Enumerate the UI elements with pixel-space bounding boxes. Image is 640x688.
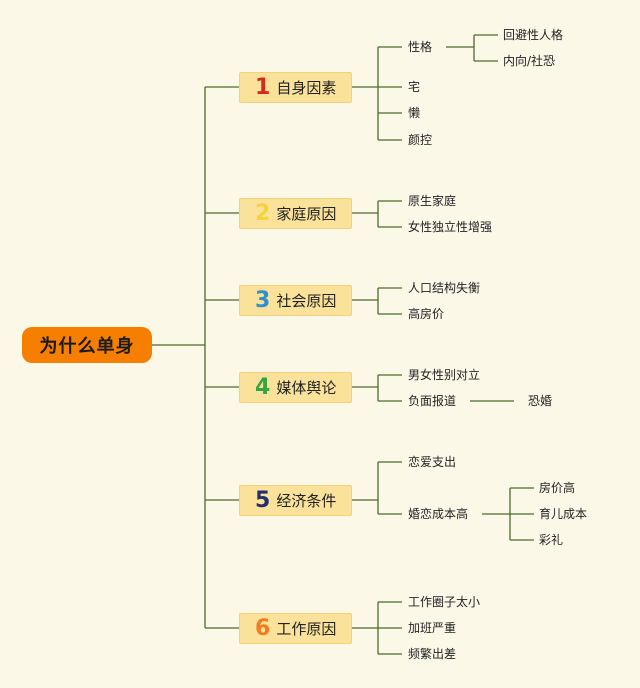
leaf-node: 女性独立性增强 (408, 220, 493, 234)
branch-number: 4 (255, 374, 271, 400)
root-node: 为什么单身 (22, 327, 152, 363)
branch-node-1: 1 自身因素 (239, 72, 352, 103)
leaf-node: 宅 (408, 80, 421, 94)
branch-label: 社会原因 (276, 292, 337, 310)
leaf-node: 原生家庭 (408, 194, 457, 208)
branch-number: 3 (255, 287, 271, 313)
branch-label: 自身因素 (276, 79, 337, 97)
leaf-node: 懒 (408, 106, 421, 120)
branch-number: 6 (255, 615, 271, 641)
branch-number: 5 (255, 487, 271, 513)
leaf-node: 性格 (408, 40, 433, 54)
branch-label: 媒体舆论 (276, 379, 337, 397)
leaf-node: 工作圈子太小 (408, 595, 481, 609)
leaf-node: 加班严重 (408, 621, 457, 635)
branch-node-2: 2 家庭原因 (239, 198, 352, 229)
branch-label: 经济条件 (276, 492, 337, 510)
leaf-node: 婚恋成本高 (408, 507, 469, 521)
sub-leaf-node: 内向/社恐 (503, 54, 556, 68)
branch-node-6: 6 工作原因 (239, 613, 352, 644)
leaf-node: 男女性别对立 (408, 368, 481, 382)
branch-node-4: 4 媒体舆论 (239, 372, 352, 403)
leaf-node: 颜控 (408, 133, 433, 147)
sub-leaf-node: 回避性人格 (503, 28, 564, 42)
leaf-node: 人口结构失衡 (408, 281, 481, 295)
sub-leaf-node: 彩礼 (539, 533, 564, 547)
leaf-node: 负面报道 (408, 394, 457, 408)
branch-number: 2 (255, 200, 271, 226)
leaf-node: 高房价 (408, 307, 445, 321)
branch-label: 家庭原因 (276, 205, 337, 223)
sub-leaf-node: 房价高 (539, 481, 576, 495)
sub-leaf-node: 恐婚 (528, 394, 553, 408)
branch-number: 1 (255, 74, 271, 100)
leaf-node: 恋爱支出 (408, 455, 457, 469)
branch-node-3: 3 社会原因 (239, 285, 352, 316)
leaf-node: 频繁出差 (408, 647, 457, 661)
sub-leaf-node: 育儿成本 (539, 507, 588, 521)
branch-node-5: 5 经济条件 (239, 485, 352, 516)
branch-label: 工作原因 (276, 620, 337, 638)
